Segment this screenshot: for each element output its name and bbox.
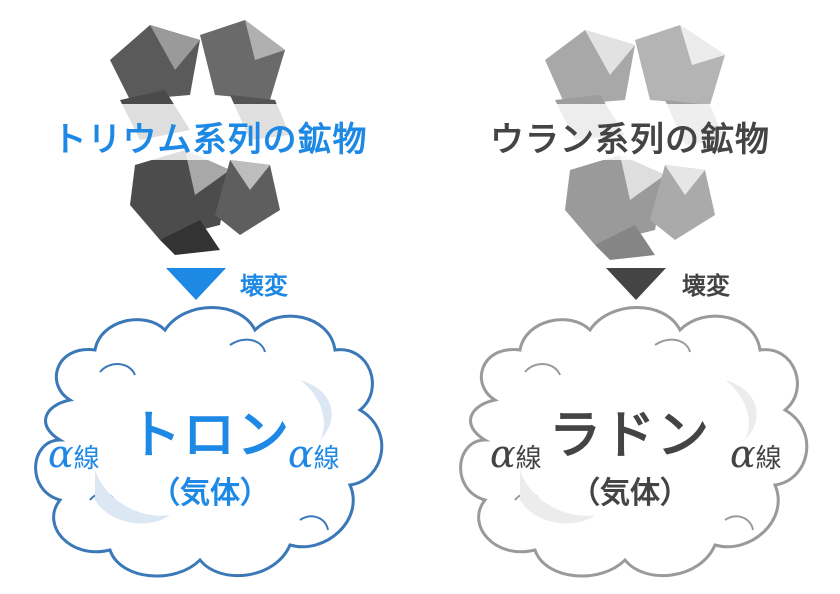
thorium-artwork	[34, 20, 384, 578]
thorium-mineral-image	[110, 20, 290, 255]
alpha-symbol: α	[48, 432, 74, 476]
uranium-mineral-label: ウラン系列の鉱物	[490, 120, 770, 160]
thoron-gas-state: （気体）	[150, 476, 270, 511]
thorium-decay-arrow	[166, 268, 226, 300]
thoron-alpha-left: α線	[48, 432, 100, 476]
alpha-label: 線	[73, 444, 100, 474]
radon-gas-name: ラドン	[548, 406, 711, 466]
thoron-cloud-shading	[95, 380, 332, 524]
alpha-symbol: α	[490, 432, 516, 476]
uranium-title-band	[520, 104, 760, 160]
thorium-mineral-label: トリウム系列の鉱物	[52, 120, 368, 160]
thorium-panel: トリウム系列の鉱物 壊変 トロン （気体） α線 α線	[34, 20, 384, 578]
uranium-panel: ウラン系列の鉱物 壊変 ラドン （気体） α線 α線	[420, 0, 840, 594]
thoron-alpha-right: α線	[288, 432, 340, 476]
thorium-decay-label: 壊変	[240, 272, 288, 300]
alpha-label: 線	[515, 444, 542, 474]
uranium-decay-label: 壊変	[682, 272, 730, 300]
thorium-title-band	[90, 104, 330, 160]
uranium-decay-arrow	[606, 268, 666, 300]
alpha-label: 線	[313, 444, 340, 474]
alpha-label: 線	[755, 444, 782, 474]
radon-alpha-left: α線	[490, 432, 542, 476]
radon-cloud-shading	[520, 380, 757, 524]
thoron-gas-name: トロン	[128, 406, 291, 466]
alpha-symbol: α	[288, 432, 314, 476]
radon-alpha-right: α線	[730, 432, 782, 476]
alpha-symbol: α	[730, 432, 756, 476]
radon-gas-state: （気体）	[570, 476, 690, 511]
